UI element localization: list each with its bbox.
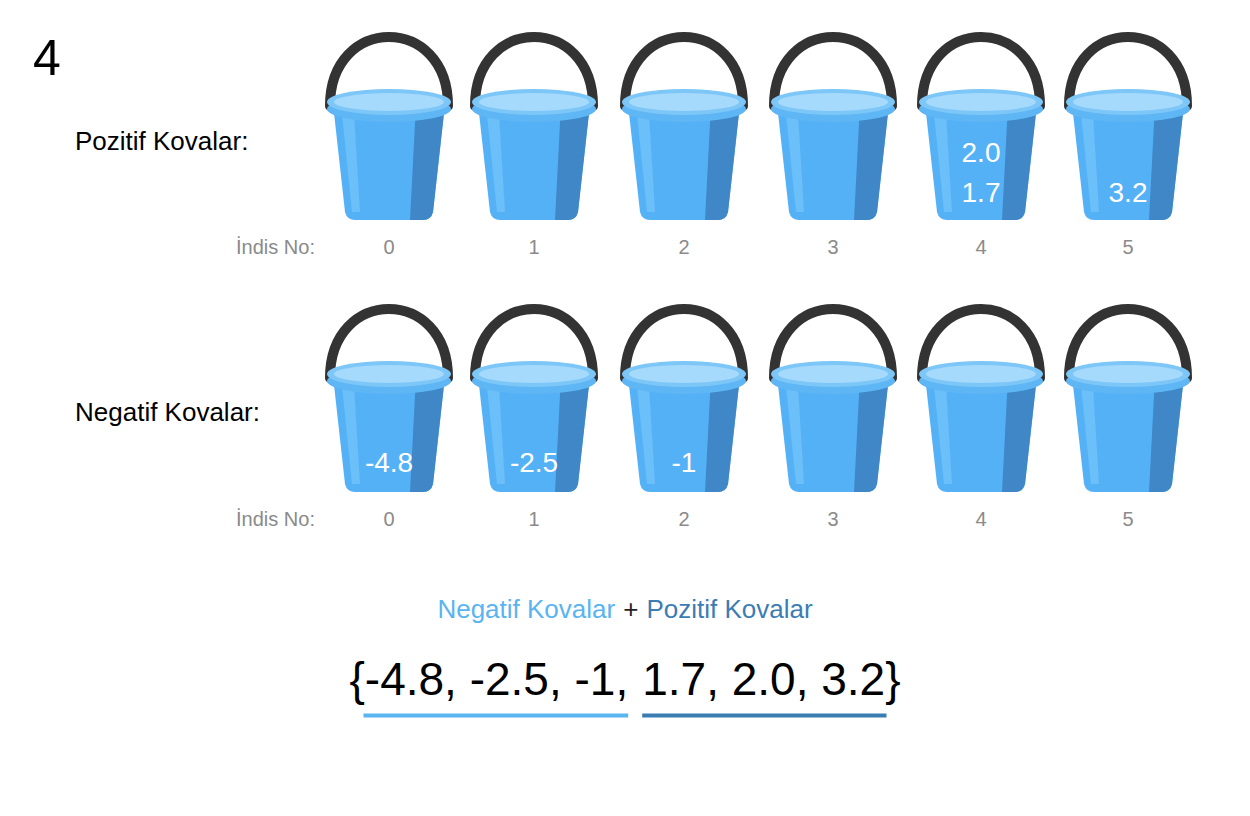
bucket-rim bbox=[472, 89, 596, 115]
bucket-highlight bbox=[1081, 114, 1099, 212]
index-number: 3 bbox=[827, 235, 838, 259]
bucket-value: -2.5 bbox=[469, 447, 599, 479]
bucket-water bbox=[334, 93, 444, 111]
bucket-highlight bbox=[786, 114, 804, 212]
bucket-water bbox=[629, 365, 739, 383]
empty-bucket bbox=[622, 37, 746, 220]
bucket-shade bbox=[1149, 376, 1184, 492]
bucket-rim bbox=[919, 361, 1043, 387]
step-number: 4 bbox=[33, 28, 61, 88]
bucket-shade bbox=[555, 104, 590, 220]
result-row: Negatif Kovalar + Pozitif Kovalar bbox=[437, 594, 812, 625]
bucket-rim bbox=[472, 361, 596, 387]
empty-bucket bbox=[771, 37, 895, 220]
bucket-highlight bbox=[342, 386, 360, 484]
empty-bucket bbox=[472, 37, 596, 220]
empty-bucket bbox=[327, 37, 451, 220]
bucket-shade bbox=[410, 376, 445, 492]
index-number: 0 bbox=[383, 235, 394, 259]
bucket-highlight bbox=[342, 114, 360, 212]
bucket-highlight bbox=[786, 386, 804, 484]
result-underline bbox=[363, 714, 628, 718]
bucket-water bbox=[479, 365, 589, 383]
result-underline bbox=[642, 714, 886, 718]
bucket-water bbox=[479, 93, 589, 111]
row-label: Negatif Kovalar: bbox=[75, 397, 260, 428]
bucket-shade bbox=[854, 376, 889, 492]
bucket-highlight bbox=[637, 114, 655, 212]
bucket-value: 2.0 bbox=[916, 137, 1046, 169]
bucket-shade bbox=[555, 376, 590, 492]
bucket: 3.2 bbox=[1063, 30, 1193, 225]
empty-bucket bbox=[771, 309, 895, 492]
bucket-rim bbox=[622, 89, 746, 115]
index-number: 3 bbox=[827, 507, 838, 531]
bucket: -2.5 bbox=[469, 302, 599, 497]
bucket-highlight bbox=[934, 386, 952, 484]
bucket-rim bbox=[771, 361, 895, 387]
empty-bucket bbox=[919, 309, 1043, 492]
empty-bucket bbox=[1066, 309, 1190, 492]
bucket-shade bbox=[705, 376, 740, 492]
bucket-shade bbox=[410, 104, 445, 220]
bucket-shade bbox=[1002, 104, 1037, 220]
merge-caption: Pozitif Kovalar bbox=[646, 594, 812, 625]
bucket-shade bbox=[1002, 376, 1037, 492]
bucket-highlight bbox=[637, 386, 655, 484]
index-number: 2 bbox=[678, 235, 689, 259]
bucket-highlight bbox=[487, 386, 505, 484]
bucket-rim bbox=[327, 89, 451, 115]
index-number: 4 bbox=[975, 507, 986, 531]
bucket-water bbox=[778, 365, 888, 383]
merge-caption: Negatif Kovalar bbox=[437, 594, 615, 625]
bucket-water bbox=[629, 93, 739, 111]
bucket-value: -4.8 bbox=[324, 447, 454, 479]
bucket-water bbox=[778, 93, 888, 111]
bucket-water bbox=[926, 93, 1036, 111]
bucket-value: -1 bbox=[619, 447, 749, 479]
bucket-rim bbox=[327, 361, 451, 387]
bucket-rim bbox=[771, 89, 895, 115]
index-number: 2 bbox=[678, 507, 689, 531]
bucket-water bbox=[1073, 93, 1183, 111]
bucket-rim bbox=[622, 361, 746, 387]
index-number: 5 bbox=[1122, 235, 1133, 259]
bucket-water bbox=[1073, 365, 1183, 383]
index-number: 5 bbox=[1122, 507, 1133, 531]
bucket: -1 bbox=[619, 302, 749, 497]
bucket-value: 1.7 bbox=[916, 177, 1046, 209]
index-caption: İndis No: bbox=[236, 235, 315, 259]
bucket-highlight bbox=[1081, 386, 1099, 484]
index-number: 1 bbox=[528, 507, 539, 531]
index-number: 0 bbox=[383, 507, 394, 531]
bucket-highlight bbox=[934, 114, 952, 212]
bucket-water bbox=[334, 365, 444, 383]
bucket-value: 3.2 bbox=[1063, 177, 1193, 209]
bucket-shade bbox=[854, 104, 889, 220]
sorted-result: 1.7, 2.0, 3.2} bbox=[642, 652, 900, 707]
bucket: 2.01.7 bbox=[916, 30, 1046, 225]
bucket-highlight bbox=[487, 114, 505, 212]
bucket-water bbox=[926, 365, 1036, 383]
result-row: {-4.8, -2.5, -1, 1.7, 2.0, 3.2} bbox=[349, 652, 900, 707]
index-number: 1 bbox=[528, 235, 539, 259]
bucket-rim bbox=[919, 89, 1043, 115]
bucket: -4.8 bbox=[324, 302, 454, 497]
index-number: 4 bbox=[975, 235, 986, 259]
row-label: Pozitif Kovalar: bbox=[75, 126, 248, 157]
bucket-shade bbox=[1149, 104, 1184, 220]
bucket-rim bbox=[1066, 361, 1190, 387]
sorted-result: {-4.8, -2.5, -1, bbox=[349, 652, 628, 707]
bucket-shade bbox=[705, 104, 740, 220]
bucket-rim bbox=[1066, 89, 1190, 115]
merge-caption: + bbox=[623, 594, 638, 625]
index-caption: İndis No: bbox=[236, 507, 315, 531]
